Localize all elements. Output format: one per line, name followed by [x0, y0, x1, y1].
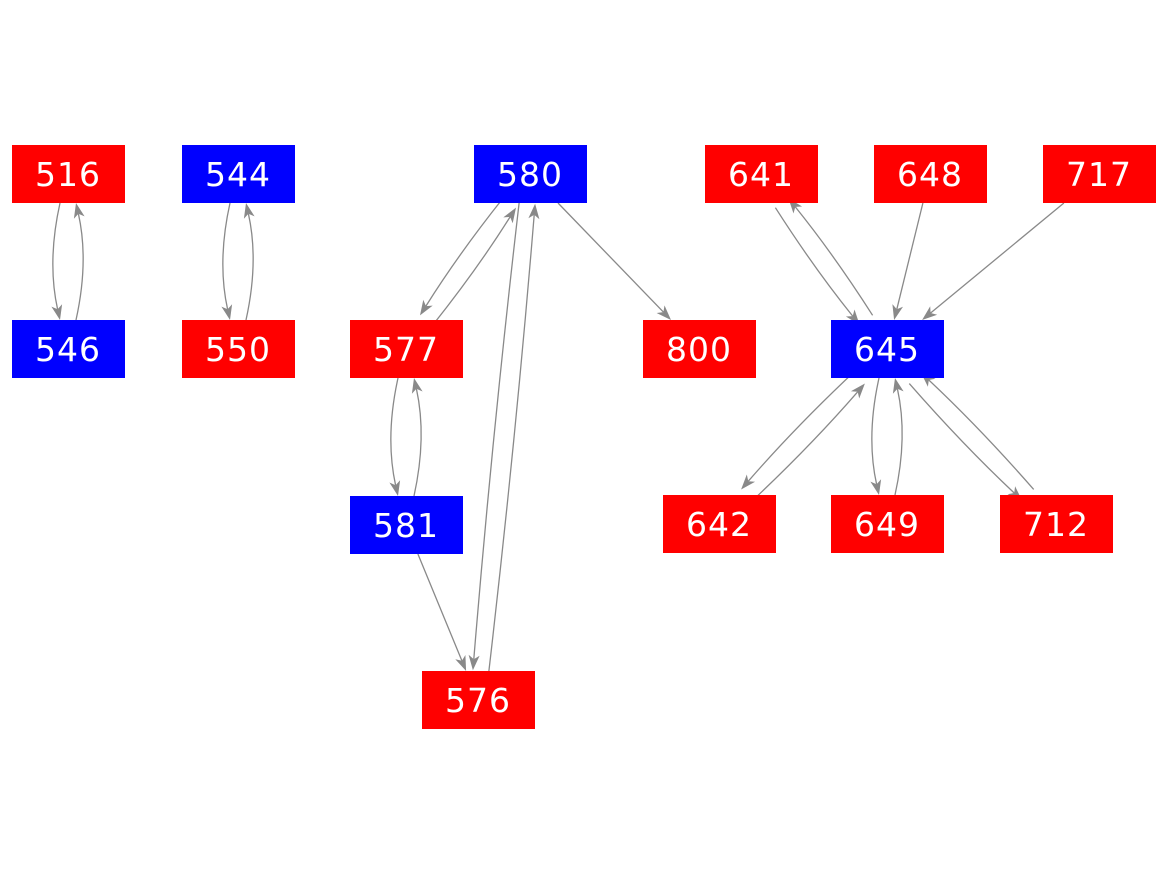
graph-node-546: 546 — [11, 320, 125, 378]
node-label: 546 — [35, 329, 101, 369]
node-label: 649 — [854, 504, 920, 544]
edge-648-645 — [892, 202, 924, 320]
edge-516-546 — [51, 202, 63, 320]
edge-717-645 — [922, 202, 1065, 320]
node-label: 516 — [35, 154, 101, 194]
edge-577-581 — [389, 377, 401, 496]
node-label: 712 — [1023, 504, 1089, 544]
arrowhead — [411, 378, 423, 394]
node-label: 580 — [497, 154, 563, 194]
edge-576-580 — [488, 203, 540, 672]
node-label: 648 — [897, 154, 963, 194]
arrowhead — [73, 203, 85, 219]
edge-577-580 — [432, 207, 516, 326]
graph-node-580: 580 — [473, 145, 587, 203]
graph-node-645: 645 — [830, 320, 944, 378]
graph-node-581: 581 — [349, 496, 463, 554]
arrowhead — [922, 306, 938, 320]
edge-581-577 — [411, 378, 423, 497]
arrowhead — [892, 304, 903, 320]
node-label: 641 — [728, 154, 794, 194]
arrowhead — [221, 304, 233, 320]
graph-node-800: 800 — [642, 320, 756, 378]
arrowhead — [503, 207, 516, 224]
edge-645-642 — [741, 372, 854, 490]
edge-649-645 — [892, 378, 904, 496]
edge-580-576 — [468, 202, 520, 671]
arrowhead — [243, 203, 255, 219]
graph-node-717: 717 — [1042, 145, 1156, 203]
node-label: 577 — [373, 329, 439, 369]
node-label: 581 — [373, 505, 439, 545]
edge-544-550 — [221, 202, 233, 320]
graph-node-642: 642 — [662, 495, 776, 553]
graph-node-550: 550 — [181, 320, 295, 378]
node-label: 576 — [445, 680, 511, 720]
edge-581-576 — [417, 553, 467, 671]
arrowhead — [455, 655, 467, 671]
node-label: 645 — [854, 329, 920, 369]
graph-node-649: 649 — [830, 495, 944, 553]
arrowhead — [468, 654, 480, 671]
edge-546-516 — [73, 203, 85, 321]
arrowhead — [420, 299, 433, 316]
arrowhead — [389, 480, 401, 496]
graph-node-544: 544 — [181, 145, 295, 203]
node-label: 544 — [205, 154, 271, 194]
graph-node-648: 648 — [873, 145, 987, 203]
arrowhead — [850, 383, 865, 399]
edge-645-649 — [870, 377, 882, 495]
graph-node-641: 641 — [704, 145, 818, 203]
edge-550-544 — [243, 203, 255, 321]
graph-node-577: 577 — [349, 320, 463, 378]
node-label: 550 — [205, 329, 271, 369]
arrowhead — [656, 305, 671, 320]
graph-node-712: 712 — [999, 495, 1113, 553]
edge-580-800 — [557, 202, 671, 320]
arrowhead — [741, 474, 756, 490]
node-label: 717 — [1066, 154, 1132, 194]
arrowhead — [892, 378, 904, 394]
graph-node-576: 576 — [421, 671, 535, 729]
node-label: 642 — [686, 504, 752, 544]
arrowhead — [528, 203, 540, 220]
node-label: 800 — [666, 329, 732, 369]
graph-node-516: 516 — [11, 145, 125, 203]
arrowhead — [51, 304, 63, 320]
edge-580-577 — [420, 197, 504, 316]
edge-642-645 — [752, 383, 865, 501]
arrowhead — [870, 479, 882, 495]
